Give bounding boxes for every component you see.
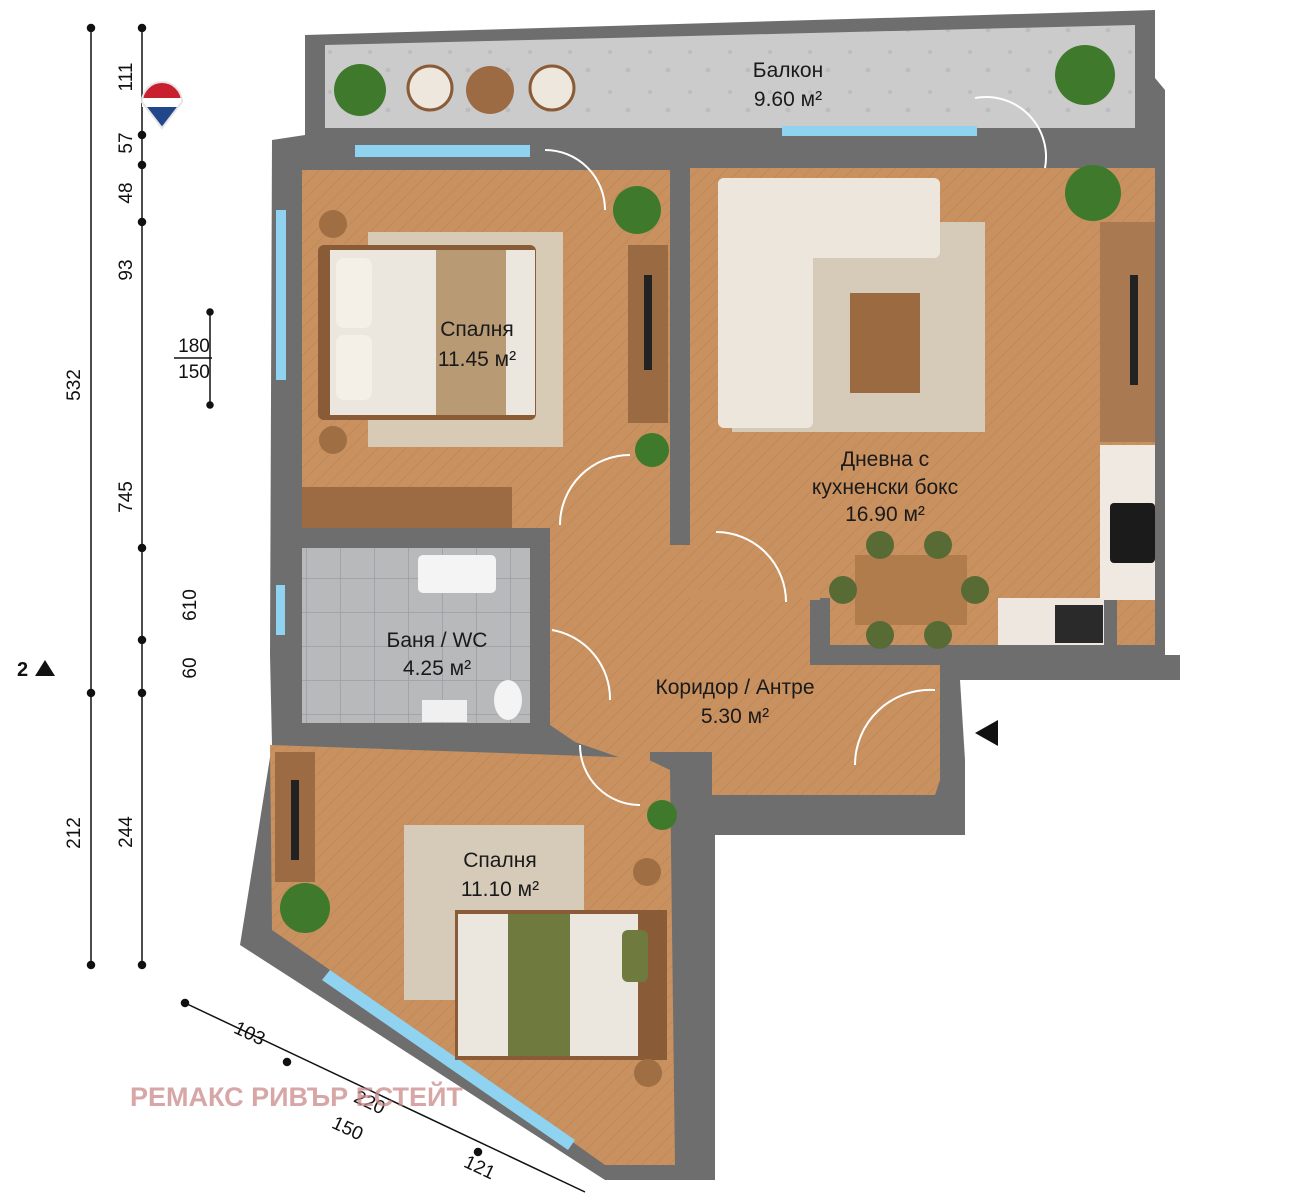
dim-inner-2: 48 (116, 182, 137, 203)
corridor-area: 5.30 м² (701, 705, 769, 728)
dim-diag-3: 121 (461, 1152, 499, 1184)
plant-icon (613, 186, 661, 234)
dim-outer-0: 532 (64, 369, 85, 401)
dim-inner-0: 111 (116, 63, 137, 92)
sink-icon (1055, 605, 1103, 643)
sofa (718, 178, 940, 428)
bedroom1-window-left (276, 210, 286, 380)
balcony-window (782, 126, 977, 136)
dim-window-bottom: 150 (178, 362, 210, 383)
washbasin-icon (418, 555, 496, 593)
dim-inner-5: 610 (180, 589, 201, 621)
bedroom1-bed (318, 245, 536, 420)
dim-inner-1: 57 (116, 132, 137, 153)
dim-inner-7: 244 (116, 816, 137, 848)
living-name-line1: Дневна с (841, 448, 929, 471)
lamp-icon (319, 426, 347, 454)
triangle-left-icon (975, 720, 998, 746)
coffee-table (850, 293, 920, 393)
watermark: РЕМАКС РИВЪР ЕСТЕЙТ (130, 1081, 463, 1112)
corridor-room (550, 528, 940, 795)
balcony-area: 9.60 м² (754, 88, 822, 111)
bedroom2-bed (455, 910, 667, 1060)
balcony-table (466, 66, 514, 114)
triangle-up-icon (35, 660, 55, 676)
tv-unit (1100, 222, 1155, 442)
toilet-icon (494, 680, 522, 720)
lamp-icon (633, 858, 661, 886)
plant-icon (1055, 45, 1115, 105)
dim-window-top: 180 (178, 336, 210, 357)
plant-icon (280, 883, 330, 933)
corridor-name: Коридор / Антре (655, 676, 814, 699)
dim-inner-4: 745 (116, 481, 137, 513)
bedroom1-window-top (355, 145, 530, 157)
bedroom2-area: 11.10 м² (461, 878, 539, 901)
balcony-room (325, 25, 1135, 157)
bedroom1-name: Спалня (440, 318, 513, 341)
living-name-line2: кухненски бокс (812, 476, 958, 499)
cooktop-icon (1110, 503, 1155, 563)
lamp-icon (319, 210, 347, 238)
dim-diag-0: 103 (231, 1018, 269, 1050)
bathroom-room (276, 548, 530, 723)
dim-outer-1: 212 (64, 817, 85, 849)
section-marker-label: 2 (17, 659, 28, 681)
lamp-icon (634, 1059, 662, 1087)
plant-icon (334, 64, 386, 116)
bathroom-area: 4.25 м² (403, 657, 471, 680)
balcony-name: Балкон (753, 59, 823, 82)
bathroom-name: Баня / WC (387, 629, 488, 652)
bedroom1-area: 11.45 м² (438, 348, 516, 371)
living-area: 16.90 м² (845, 503, 925, 526)
plant-icon (1065, 165, 1121, 221)
bedroom1-room (276, 170, 670, 528)
doors (544, 95, 1048, 806)
dim-inner-3: 93 (116, 259, 137, 280)
bedroom2-name: Спалня (463, 849, 536, 872)
dim-diag-2: 150 (329, 1113, 367, 1145)
dining-table (855, 555, 967, 625)
living-room (690, 165, 1155, 649)
flag-icon (140, 80, 184, 130)
plant-icon (635, 433, 669, 467)
dim-inner-6: 60 (180, 657, 201, 678)
bedroom2-room (270, 745, 677, 1165)
plant-icon (647, 800, 677, 830)
